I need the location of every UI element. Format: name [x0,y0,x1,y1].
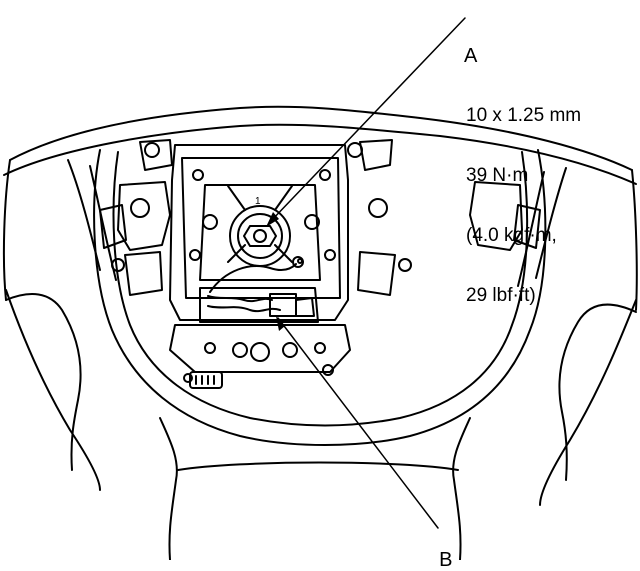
callout-a-torque-lbf: 29 lbf·ft) [466,285,536,306]
leader-line-a [269,17,466,223]
callout-a-label: A 10 x 1.25 mm 39 N·m (4.0 kgf·m, 29 lbf… [464,6,582,326]
lower-bracket [169,324,351,373]
harness-clip [183,364,334,389]
center-shroud [93,149,547,560]
callout-b-letter: B [439,549,453,571]
leader-lines [269,17,466,529]
left-bracket [99,139,173,296]
arrowhead-a [266,212,279,227]
callout-a-torque-nm: 39 N·m [466,165,529,186]
callout-a-bolt-size: 10 x 1.25 mm [466,105,582,126]
callout-b-label: B [428,530,452,570]
hub-nut [229,205,291,267]
center-frame [169,144,349,321]
arrowhead-b [276,316,285,331]
connector-pocket [199,287,319,323]
ground-wire [209,256,304,293]
callout-a-torque-kgf: (4.0 kgf·m, [466,225,557,246]
callout-a-letter: A [464,45,478,67]
right-spoke [517,167,637,506]
leader-line-b [277,317,439,529]
hub-mark-label: 1 [255,196,261,207]
wheel-rim [2,105,638,311]
right-bracket [347,139,541,296]
